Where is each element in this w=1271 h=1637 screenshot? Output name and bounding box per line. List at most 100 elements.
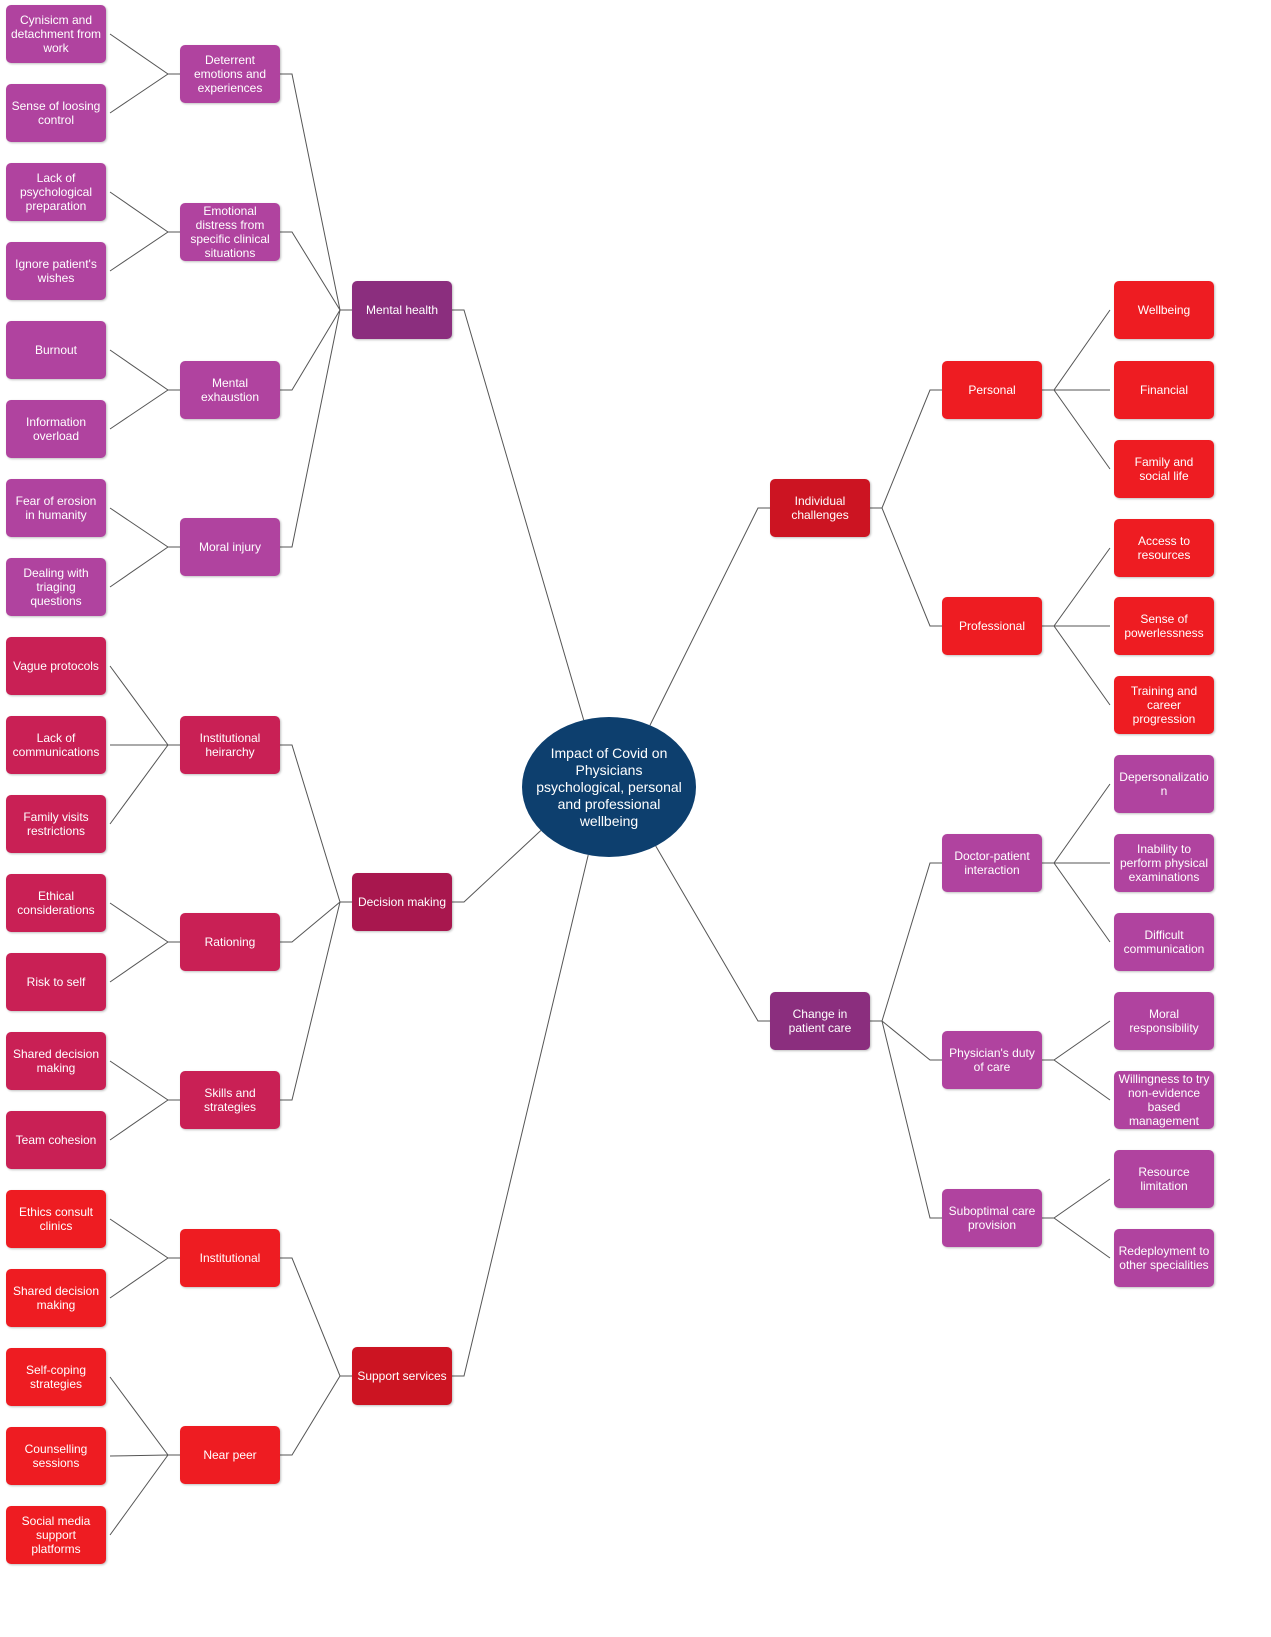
node-depersonalization: Depersonalization bbox=[1114, 755, 1214, 813]
node-willingness: Willingness to try non-evidence based ma… bbox=[1114, 1071, 1214, 1129]
node-shared-decision-1: Shared decision making bbox=[6, 1032, 106, 1090]
link-near-peer-social-media bbox=[109, 1454, 180, 1536]
node-skills-strategies: Skills and strategies bbox=[180, 1071, 280, 1129]
node-lack-prep: Lack of psychological preparation bbox=[6, 163, 106, 221]
node-mental-exhaustion: Mental exhaustion bbox=[180, 361, 280, 419]
link-mental-health-emotional-distress bbox=[280, 231, 352, 311]
link-professional-access-resources bbox=[1042, 547, 1111, 627]
node-rationing: Rationing bbox=[180, 913, 280, 971]
link-mental-health-mental-exhaustion bbox=[280, 309, 352, 391]
node-family-social: Family and social life bbox=[1114, 440, 1214, 498]
node-team-cohesion: Team cohesion bbox=[6, 1111, 106, 1169]
link-rationing-risk-self bbox=[109, 941, 180, 983]
node-doctor-patient: Doctor-patient interaction bbox=[942, 834, 1042, 892]
node-info-overload: Information overload bbox=[6, 400, 106, 458]
link-rationing-ethical-cons bbox=[109, 902, 180, 943]
node-training-career: Training and career progression bbox=[1114, 676, 1214, 734]
link-emotional-distress-lack-prep bbox=[109, 191, 180, 233]
link-individual-challenges-personal bbox=[870, 389, 942, 509]
node-support-services: Support services bbox=[352, 1347, 452, 1405]
link-near-peer-self-coping bbox=[109, 1376, 180, 1456]
node-self-coping: Self-coping strategies bbox=[6, 1348, 106, 1406]
link-skills-strategies-shared-decision-1 bbox=[109, 1060, 180, 1101]
node-resource-limit: Resource limitation bbox=[1114, 1150, 1214, 1208]
node-moral-injury: Moral injury bbox=[180, 518, 280, 576]
node-cynicism: Cynisicm and detachment from work bbox=[6, 5, 106, 63]
node-risk-self: Risk to self bbox=[6, 953, 106, 1011]
link-change-care-duty-care bbox=[870, 1020, 942, 1061]
link-root-support-services bbox=[452, 854, 589, 1377]
node-mental-health: Mental health bbox=[352, 281, 452, 339]
node-shared-decision-2: Shared decision making bbox=[6, 1269, 106, 1327]
link-institutional-ethics-consult bbox=[109, 1218, 180, 1259]
link-doctor-patient-depersonalization bbox=[1042, 783, 1111, 864]
node-triaging: Dealing with triaging questions bbox=[6, 558, 106, 616]
node-near-peer: Near peer bbox=[180, 1426, 280, 1484]
link-inst-hierarchy-family-visits bbox=[109, 744, 180, 825]
link-suboptimal-redeployment bbox=[1042, 1217, 1111, 1259]
node-emotional-distress: Emotional distress from specific clinica… bbox=[180, 203, 280, 261]
node-institutional: Institutional bbox=[180, 1229, 280, 1287]
link-root-mental-health bbox=[452, 309, 585, 721]
node-powerlessness: Sense of powerlessness bbox=[1114, 597, 1214, 655]
node-ignore-wishes: Ignore patient's wishes bbox=[6, 242, 106, 300]
node-duty-care: Physician's duty of care bbox=[942, 1031, 1042, 1089]
node-professional: Professional bbox=[942, 597, 1042, 655]
link-mental-exhaustion-info-overload bbox=[109, 389, 180, 430]
node-fear-erosion: Fear of erosion in humanity bbox=[6, 479, 106, 537]
node-personal: Personal bbox=[942, 361, 1042, 419]
link-moral-injury-triaging bbox=[109, 546, 180, 588]
link-root-individual-challenges bbox=[649, 507, 770, 726]
node-change-care: Change in patient care bbox=[770, 992, 870, 1050]
link-decision-making-rationing bbox=[280, 901, 352, 943]
link-duty-care-willingness bbox=[1042, 1059, 1111, 1101]
node-inst-hierarchy: Institutional heirarchy bbox=[180, 716, 280, 774]
link-institutional-shared-decision-2 bbox=[109, 1257, 180, 1299]
link-skills-strategies-team-cohesion bbox=[109, 1099, 180, 1141]
link-root-change-care bbox=[655, 845, 770, 1022]
node-lack-comm: Lack of communications bbox=[6, 716, 106, 774]
node-burnout: Burnout bbox=[6, 321, 106, 379]
link-mental-health-deterrent-emotions bbox=[280, 73, 352, 311]
link-professional-training-career bbox=[1042, 625, 1111, 706]
link-support-services-near-peer bbox=[280, 1375, 352, 1456]
link-deterrent-emotions-loosing-control bbox=[109, 73, 180, 114]
link-personal-wellbeing bbox=[1042, 309, 1111, 391]
link-deterrent-emotions-cynicism bbox=[109, 33, 180, 75]
link-individual-challenges-professional bbox=[870, 507, 942, 627]
link-decision-making-inst-hierarchy bbox=[280, 744, 352, 903]
link-mental-exhaustion-burnout bbox=[109, 349, 180, 391]
node-individual-challenges: Individual challenges bbox=[770, 479, 870, 537]
link-inst-hierarchy-vague-protocols bbox=[109, 665, 180, 746]
link-duty-care-moral-resp bbox=[1042, 1020, 1111, 1061]
node-moral-resp: Moral responsibility bbox=[1114, 992, 1214, 1050]
link-personal-family-social bbox=[1042, 389, 1111, 470]
node-counselling: Counselling sessions bbox=[6, 1427, 106, 1485]
node-ethics-consult: Ethics consult clinics bbox=[6, 1190, 106, 1248]
node-ethical-cons: Ethical considerations bbox=[6, 874, 106, 932]
node-decision-making: Decision making bbox=[352, 873, 452, 931]
link-suboptimal-resource-limit bbox=[1042, 1178, 1111, 1219]
link-change-care-doctor-patient bbox=[870, 862, 942, 1022]
node-family-visits: Family visits restrictions bbox=[6, 795, 106, 853]
link-moral-injury-fear-erosion bbox=[109, 507, 180, 548]
root-node: Impact of Covid on Physicians psychologi… bbox=[522, 717, 696, 857]
link-mental-health-moral-injury bbox=[280, 309, 352, 548]
link-change-care-suboptimal bbox=[870, 1020, 942, 1219]
node-suboptimal: Suboptimal care provision bbox=[942, 1189, 1042, 1247]
node-inability-exam: Inability to perform physical examinatio… bbox=[1114, 834, 1214, 892]
node-loosing-control: Sense of loosing control bbox=[6, 84, 106, 142]
node-wellbeing: Wellbeing bbox=[1114, 281, 1214, 339]
node-redeployment: Redeployment to other specialities bbox=[1114, 1229, 1214, 1287]
node-deterrent-emotions: Deterrent emotions and experiences bbox=[180, 45, 280, 103]
link-doctor-patient-difficult-comm bbox=[1042, 862, 1111, 943]
node-vague-protocols: Vague protocols bbox=[6, 637, 106, 695]
node-difficult-comm: Difficult communication bbox=[1114, 913, 1214, 971]
link-support-services-institutional bbox=[280, 1257, 352, 1377]
node-financial: Financial bbox=[1114, 361, 1214, 419]
node-access-resources: Access to resources bbox=[1114, 519, 1214, 577]
link-emotional-distress-ignore-wishes bbox=[109, 231, 180, 272]
node-social-media: Social media support platforms bbox=[6, 1506, 106, 1564]
